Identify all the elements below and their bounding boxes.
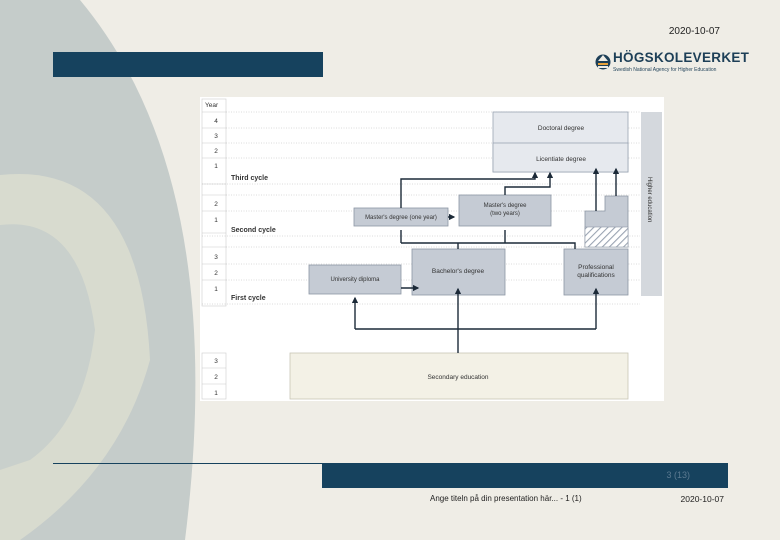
page-number: 3 (13): [666, 470, 690, 480]
first-cycle-year-1: 1: [214, 286, 218, 293]
first-cycle-connector: [401, 242, 576, 249]
licentiate-box: [492, 142, 629, 173]
university-diploma-label: University diploma: [330, 277, 380, 283]
higher-education-label: Higher education: [646, 177, 652, 222]
first-cycle-label: First cycle: [231, 295, 266, 302]
degree-structure-diagram: Year 4 3 2 1 2 1 3 2 1 3 2 1: [201, 98, 662, 400]
secondary-education-box: [289, 352, 629, 400]
header-bar: [53, 52, 323, 77]
professional-label-line2: qualifications: [577, 272, 615, 279]
logo-emblem-icon: [595, 54, 611, 70]
degree-structure-figure: Year 4 3 2 1 2 1 3 2 1 3 2 1: [200, 97, 664, 401]
first-cycle-year-3: 3: [214, 254, 218, 261]
masters-two-years-to-licentiate-arrow: [504, 171, 554, 195]
higher-education-band: [641, 112, 662, 296]
third-cycle-label: Third cycle: [231, 175, 268, 182]
professional-hatched-area: [584, 226, 629, 248]
third-cycle-year-2: 2: [214, 148, 218, 155]
bachelors-box: [411, 248, 506, 296]
secondary-year-2: 2: [214, 374, 218, 381]
doctoral-label: Doctoral degree: [538, 125, 585, 132]
footer-presentation-title: Ange titeln på din presentation här... -…: [430, 494, 582, 503]
second-cycle-label: Second cycle: [231, 227, 276, 234]
masters-two-years-label-line2: (two years): [490, 211, 520, 217]
third-cycle-year-3: 3: [214, 133, 218, 140]
licentiate-label: Licentiate degree: [536, 156, 586, 163]
university-diploma-box: [308, 264, 402, 295]
masters-one-year-label: Master's degree (one year): [365, 215, 437, 221]
footer-bar: [322, 463, 728, 488]
logo-subtitle: Swedish National Agency for Higher Educa…: [613, 67, 717, 73]
secondary-education-label: Secondary education: [427, 374, 488, 381]
secondary-year-1: 1: [214, 390, 218, 397]
second-cycle-year-1: 1: [214, 217, 218, 224]
bachelors-label: Bachelor's degree: [432, 268, 485, 275]
footer-line: [53, 463, 325, 464]
third-cycle-year-1: 1: [214, 163, 218, 170]
second-cycle-year-2: 2: [214, 201, 218, 208]
agency-logo: HÖGSKOLEVERKET Swedish National Agency f…: [595, 50, 749, 76]
secondary-year-column: [201, 352, 227, 400]
professional-box: [563, 248, 629, 296]
first-cycle-year-2: 2: [214, 270, 218, 277]
masters-two-years-label-line1: Master's degree: [484, 203, 527, 209]
header-date: 2020-10-07: [668, 26, 720, 37]
masters-two-years-box: [458, 194, 552, 227]
bachelors-to-third-cycle-arrow: [400, 171, 539, 208]
footer-date: 2020-10-07: [680, 494, 724, 504]
year-column: [201, 98, 227, 307]
logo-name: HÖGSKOLEVERKET: [613, 50, 750, 65]
year-header: Year: [205, 102, 219, 109]
secondary-year-3: 3: [214, 358, 218, 365]
professional-label-line1: Professional: [578, 264, 614, 271]
third-cycle-year-4: 4: [214, 118, 218, 125]
